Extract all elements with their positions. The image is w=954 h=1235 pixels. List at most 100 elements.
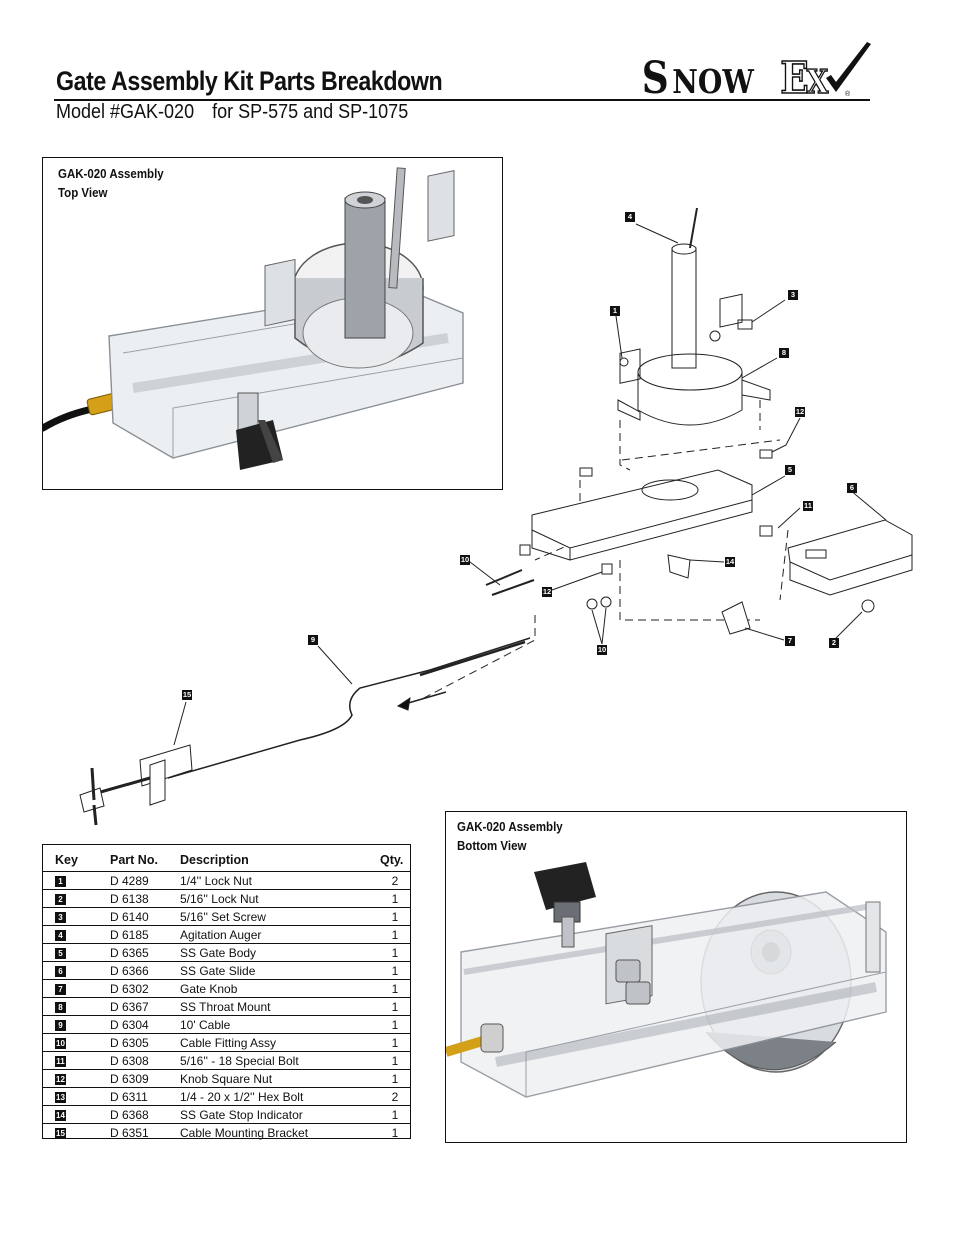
header-key: Key (43, 851, 110, 872)
key-badge: 10 (55, 1037, 66, 1049)
part-description: SS Gate Stop Indicator (180, 1105, 380, 1124)
callout-14: 14 (725, 557, 735, 567)
top-view-caption-line1: GAK-020 Assembly (58, 167, 164, 181)
part-qty: 2 (380, 871, 410, 890)
part-number: D 6302 (110, 979, 180, 998)
part-qty: 1 (380, 1051, 410, 1070)
part-description: SS Throat Mount (180, 997, 380, 1016)
top-view-caption: GAK-020 Assembly Top View (58, 165, 164, 203)
part-description: 1/4 - 20 x 1/2'' Hex Bolt (180, 1087, 380, 1106)
svg-text:E: E (780, 52, 809, 100)
page-subtitle: Model #GAK-020 for SP-575 and SP-1075 (56, 101, 408, 124)
part-description: 10' Cable (180, 1015, 380, 1034)
top-view-illustration (43, 167, 464, 470)
svg-text:NOW: NOW (672, 63, 754, 100)
part-number: D 6366 (110, 961, 180, 980)
key-badge: 13 (55, 1091, 66, 1103)
table-row: 1 D 4289 1/4'' Lock Nut 2 (43, 871, 410, 890)
key-badge: 8 (55, 1001, 66, 1013)
part-description: 5/16'' Set Screw (180, 907, 380, 926)
callout-8: 8 (779, 348, 789, 358)
part-description: 1/4'' Lock Nut (180, 871, 380, 890)
table-row: 13 D 6311 1/4 - 20 x 1/2'' Hex Bolt 2 (43, 1087, 410, 1106)
part-number: D 6311 (110, 1087, 180, 1106)
model-number: Model #GAK-020 (56, 101, 195, 123)
svg-text:S: S (642, 52, 669, 100)
part-description: Cable Mounting Bracket (180, 1125, 309, 1140)
part-qty: 1 (380, 1033, 410, 1052)
part-number: D 6309 (110, 1069, 180, 1088)
header-rule (54, 99, 870, 101)
part-description: Gate Knob (180, 979, 380, 998)
callout-10-upper: 10 (460, 555, 470, 565)
table-row: 6 D 6366 SS Gate Slide 1 (43, 961, 410, 980)
part-qty: 1 (380, 1015, 410, 1034)
snowex-logo: S NOW E X ® (642, 42, 871, 100)
callout-6: 6 (847, 483, 857, 493)
key-badge: 1 (55, 875, 66, 887)
table-row: 5 D 6365 SS Gate Body 1 (43, 943, 410, 962)
part-description: Agitation Auger (180, 925, 380, 944)
key-badge: 5 (55, 947, 66, 959)
callout-13: 12 (795, 407, 805, 417)
table-row: 9 D 6304 10' Cable 1 (43, 1015, 410, 1034)
table-row: 11 D 6308 5/16'' - 18 Special Bolt 1 (43, 1051, 410, 1070)
registered-mark: ® (845, 90, 851, 98)
part-qty: 1 (380, 1069, 410, 1088)
part-number: D 6308 (110, 1051, 180, 1070)
key-badge: 3 (55, 911, 66, 923)
part-number: D 6365 (110, 943, 180, 962)
part-qty: 1 (380, 925, 410, 944)
part-qty: 1 (380, 1105, 410, 1124)
part-qty: 1 (380, 889, 410, 908)
key-badge: 11 (55, 1055, 66, 1067)
part-description: 5/16'' Lock Nut (180, 889, 380, 908)
callout-12: 12 (542, 587, 552, 597)
model-applicability: for SP-575 and SP-1075 (212, 101, 409, 123)
parts-table-header: Key Part No. Description Qty. (43, 851, 410, 872)
callout-9: 9 (308, 635, 318, 645)
part-description: Knob Square Nut (180, 1069, 380, 1088)
table-row: 8 D 6367 SS Throat Mount 1 (43, 997, 410, 1016)
key-badge: 7 (55, 983, 66, 995)
table-row: 12 D 6309 Knob Square Nut 1 (43, 1069, 410, 1088)
svg-text:X: X (807, 63, 829, 100)
key-badge: 2 (55, 893, 66, 905)
part-description: SS Gate Slide (180, 961, 380, 980)
callout-1: 1 (610, 306, 620, 316)
part-description: 5/16'' - 18 Special Bolt (180, 1051, 380, 1070)
part-number: D 6304 (110, 1015, 180, 1034)
part-number: D 6305 (110, 1033, 180, 1052)
key-badge: 4 (55, 929, 66, 941)
bottom-view-panel: GAK-020 Assembly Bottom View (445, 811, 907, 1143)
part-qty: 1 (391, 1125, 399, 1140)
part-number: D 6367 (110, 997, 180, 1016)
key-badge: 12 (55, 1073, 66, 1085)
callout-15: 15 (182, 690, 192, 700)
table-row: 4 D 6185 Agitation Auger 1 (43, 925, 410, 944)
parts-table: Key Part No. Description Qty. 1 D 4289 1… (43, 851, 410, 1141)
bottom-view-caption-line1: GAK-020 Assembly (457, 820, 563, 834)
table-row: 2 D 6138 5/16'' Lock Nut 1 (43, 889, 410, 908)
part-qty: 1 (380, 997, 410, 1016)
callout-2: 2 (829, 638, 839, 648)
part-description: Cable Fitting Assy (180, 1033, 380, 1052)
callout-7: 7 (785, 636, 795, 646)
top-view-panel: GAK-020 Assembly Top View (42, 157, 503, 490)
header-part-no: Part No. (110, 851, 180, 872)
part-qty: 1 (380, 907, 410, 926)
callout-11: 11 (803, 501, 813, 511)
page-title: Gate Assembly Kit Parts Breakdown (56, 66, 443, 96)
callout-3: 3 (788, 290, 798, 300)
table-row: 14 D 6368 SS Gate Stop Indicator 1 (43, 1105, 410, 1124)
table-row: 10 D 6305 Cable Fitting Assy 1 (43, 1033, 410, 1052)
table-row: 3 D 6140 5/16'' Set Screw 1 (43, 907, 410, 926)
key-badge: 14 (55, 1109, 66, 1121)
header-qty: Qty. (380, 851, 410, 872)
part-number: D 6351 (110, 1125, 149, 1140)
part-number: D 6140 (110, 907, 180, 926)
table-row: 7 D 6302 Gate Knob 1 (43, 979, 410, 998)
key-badge: 6 (55, 965, 66, 977)
callout-4: 4 (625, 212, 635, 222)
part-number: D 6138 (110, 889, 180, 908)
